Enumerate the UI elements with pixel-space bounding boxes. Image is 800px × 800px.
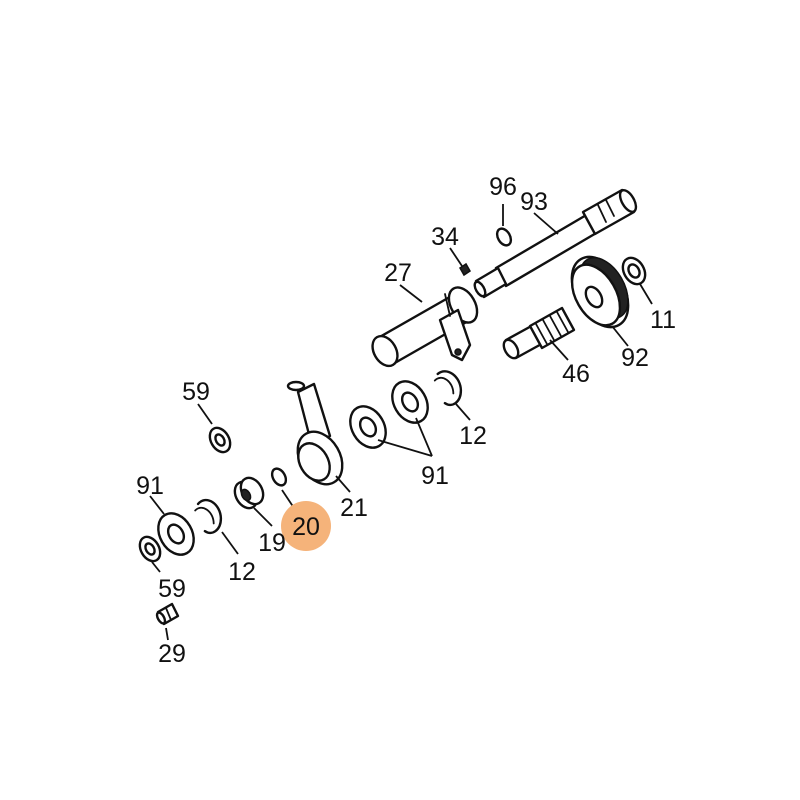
part-20-oring[interactable] [269,466,288,488]
part-59-washer-upper[interactable] [206,424,235,456]
leader-lines [149,204,653,641]
label-91-lower[interactable]: 91 [136,472,164,500]
part-91-bearing-upper-a[interactable] [385,375,435,429]
part-21-crank[interactable] [286,380,351,492]
part-27-housing[interactable] [367,283,482,371]
part-29-nipple[interactable] [155,602,180,626]
label-93[interactable]: 93 [520,188,548,216]
part-91-bearing-upper-b[interactable] [343,400,393,454]
label-92[interactable]: 92 [621,344,649,372]
part-12-ring-upper[interactable] [433,369,464,407]
label-12-lower[interactable]: 12 [228,558,256,586]
part-92-gear[interactable] [560,247,640,337]
label-59-lower[interactable]: 59 [158,575,186,603]
label-27[interactable]: 27 [384,259,412,287]
callout-labels: 96 93 34 27 11 92 46 59 12 91 21 91 19 2… [136,173,676,668]
part-34-screw[interactable] [459,262,471,277]
label-34[interactable]: 34 [431,223,459,251]
label-12-upper[interactable]: 12 [459,422,487,450]
highlight-marker [281,501,331,551]
part-46-worm-shaft[interactable] [501,306,576,361]
label-29[interactable]: 29 [158,640,186,668]
label-19[interactable]: 19 [258,529,286,557]
label-59-upper[interactable]: 59 [182,378,210,406]
part-19-bushing[interactable] [230,474,267,512]
label-11[interactable]: 11 [650,306,676,334]
part-91-bearing-lower[interactable] [151,507,201,561]
part-93-shaft[interactable] [473,188,640,299]
part-12-ring-lower[interactable] [194,498,223,535]
part-96-clip[interactable] [494,226,513,248]
label-91-upper[interactable]: 91 [421,462,449,490]
part-11-bearing[interactable] [618,254,649,288]
label-20[interactable]: 20 [292,513,320,541]
part-59-washer-lower[interactable] [136,533,165,565]
label-46[interactable]: 46 [562,360,590,388]
label-21[interactable]: 21 [340,494,368,522]
label-96[interactable]: 96 [489,173,517,201]
